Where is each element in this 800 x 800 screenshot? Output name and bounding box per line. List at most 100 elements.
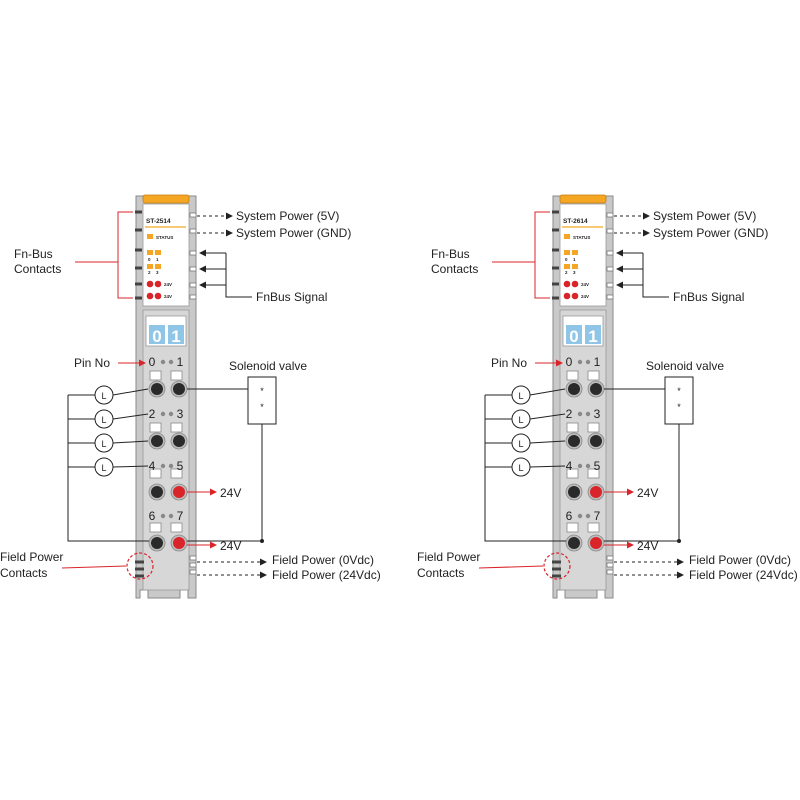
terminal-hole-6 bbox=[568, 537, 580, 549]
pin-dot bbox=[585, 463, 591, 469]
led-24v-label-2: 24V bbox=[164, 294, 172, 299]
lamp-symbol-0 bbox=[511, 385, 531, 405]
terminal-hole-7 bbox=[590, 537, 602, 549]
field-power-contacts-label-2: Contacts bbox=[0, 566, 47, 580]
fnbus-bracket bbox=[117, 211, 133, 299]
led-24v-a bbox=[563, 280, 571, 288]
pin-dot bbox=[577, 463, 583, 469]
bus-pad-1 bbox=[189, 228, 197, 234]
pin-number-2: 2 bbox=[566, 407, 573, 421]
system-power-5v-label: System Power (5V) bbox=[653, 209, 756, 223]
pin-number-7: 7 bbox=[594, 509, 601, 523]
valve-mark-2: * bbox=[677, 402, 681, 412]
pin-number-4: 4 bbox=[149, 459, 156, 473]
field-power-0v-label: Field Power (0Vdc) bbox=[272, 553, 374, 567]
lamp-label-1: L bbox=[518, 415, 523, 425]
bus-pad-2 bbox=[606, 250, 614, 256]
field-contact-2 bbox=[552, 574, 561, 578]
bus-pad-2 bbox=[189, 250, 197, 256]
lamp-wire-right-2 bbox=[112, 440, 149, 444]
lamp-label-0: L bbox=[101, 391, 106, 401]
led-24v-label: 24V bbox=[581, 282, 589, 287]
bus-pad-0 bbox=[606, 212, 614, 218]
terminal-hole-1 bbox=[590, 383, 602, 395]
field-contact-highlight bbox=[126, 552, 154, 580]
lamp-common-wire bbox=[67, 395, 149, 542]
field-power-leader bbox=[61, 565, 127, 569]
pin-dot bbox=[168, 463, 174, 469]
field-power-0v-label: Field Power (0Vdc) bbox=[689, 553, 791, 567]
solenoid-valve-label: Solenoid valve bbox=[646, 359, 724, 373]
pin-number-0: 0 bbox=[149, 355, 156, 369]
terminal-hole-6 bbox=[151, 537, 163, 549]
bus-pad-5 bbox=[606, 294, 614, 300]
clamp-slot bbox=[587, 422, 600, 433]
clamp-slot bbox=[170, 522, 183, 533]
field-contact-0 bbox=[552, 560, 561, 564]
led-1 bbox=[572, 250, 578, 255]
bus-pad-3 bbox=[606, 266, 614, 272]
pin-number-6: 6 bbox=[149, 509, 156, 523]
lamp-label-0: L bbox=[518, 391, 523, 401]
pin-no-label: Pin No bbox=[491, 356, 527, 370]
field-contact-1 bbox=[552, 567, 561, 571]
status-label: STATUS bbox=[573, 235, 590, 240]
display-digit-0: 0 bbox=[152, 327, 161, 346]
bus-pad-4 bbox=[189, 282, 197, 288]
display-digit-1: 1 bbox=[588, 327, 597, 346]
lamp-symbol-2 bbox=[511, 433, 531, 453]
lamp-symbol-0 bbox=[94, 385, 114, 405]
led-24v-b bbox=[571, 280, 579, 288]
field-pad-2 bbox=[189, 569, 197, 575]
solenoid-valve-label: Solenoid valve bbox=[229, 359, 307, 373]
led-label-3: 3 bbox=[573, 270, 576, 275]
fnbus-contact-2 bbox=[552, 248, 559, 252]
module-model-label: ST-2614 bbox=[563, 218, 588, 225]
field-pad-0 bbox=[606, 555, 614, 561]
led-label-1: 1 bbox=[156, 257, 159, 262]
field-pad-1 bbox=[189, 562, 197, 568]
valve-mark-1: * bbox=[677, 386, 681, 396]
pin-dot bbox=[160, 359, 166, 365]
lamp-label-1: L bbox=[101, 415, 106, 425]
led-24v-c bbox=[146, 292, 154, 300]
clamp-slot bbox=[587, 370, 600, 381]
clamp-slot bbox=[587, 522, 600, 533]
led-label-3: 3 bbox=[156, 270, 159, 275]
pin-dot bbox=[160, 463, 166, 469]
clamp-slot bbox=[149, 422, 162, 433]
field-power-leader bbox=[478, 565, 544, 569]
bus-pad-4 bbox=[606, 282, 614, 288]
lamp-wire-right-1 bbox=[529, 413, 566, 420]
led-3 bbox=[155, 264, 161, 269]
field-contact-2 bbox=[135, 574, 144, 578]
lamp-symbol-1 bbox=[511, 409, 531, 429]
lamp-symbol-3 bbox=[511, 457, 531, 477]
field-contact-0 bbox=[135, 560, 144, 564]
fnbus-contact-3 bbox=[552, 266, 559, 270]
field-contact-1 bbox=[135, 567, 144, 571]
fnbus-signal-trunk bbox=[642, 253, 669, 298]
display-digit-bg-0 bbox=[566, 325, 582, 344]
pin-no-label: Pin No bbox=[74, 356, 110, 370]
status-label: STATUS bbox=[156, 235, 173, 240]
pin-dot bbox=[577, 411, 583, 417]
bus-pad-0 bbox=[189, 212, 197, 218]
led-24v-a bbox=[146, 280, 154, 288]
fnbus-signal-label: FnBus Signal bbox=[256, 290, 327, 304]
module-cap bbox=[142, 194, 190, 204]
fnbus-contact-3 bbox=[135, 266, 142, 270]
terminal-hole-3 bbox=[173, 435, 185, 447]
pin-number-0: 0 bbox=[566, 355, 573, 369]
field-power-24v-label: Field Power (24Vdc) bbox=[272, 568, 381, 582]
lamp-symbol-3 bbox=[94, 457, 114, 477]
valve-mark-2: * bbox=[260, 402, 264, 412]
terminal-hole-5 bbox=[173, 486, 185, 498]
display-digit-0: 0 bbox=[569, 327, 578, 346]
lamp-symbol-1 bbox=[94, 409, 114, 429]
pin-number-5: 5 bbox=[594, 459, 601, 473]
terminal-hole-4 bbox=[151, 486, 163, 498]
clamp-slot bbox=[149, 468, 162, 479]
status-led bbox=[147, 234, 153, 239]
